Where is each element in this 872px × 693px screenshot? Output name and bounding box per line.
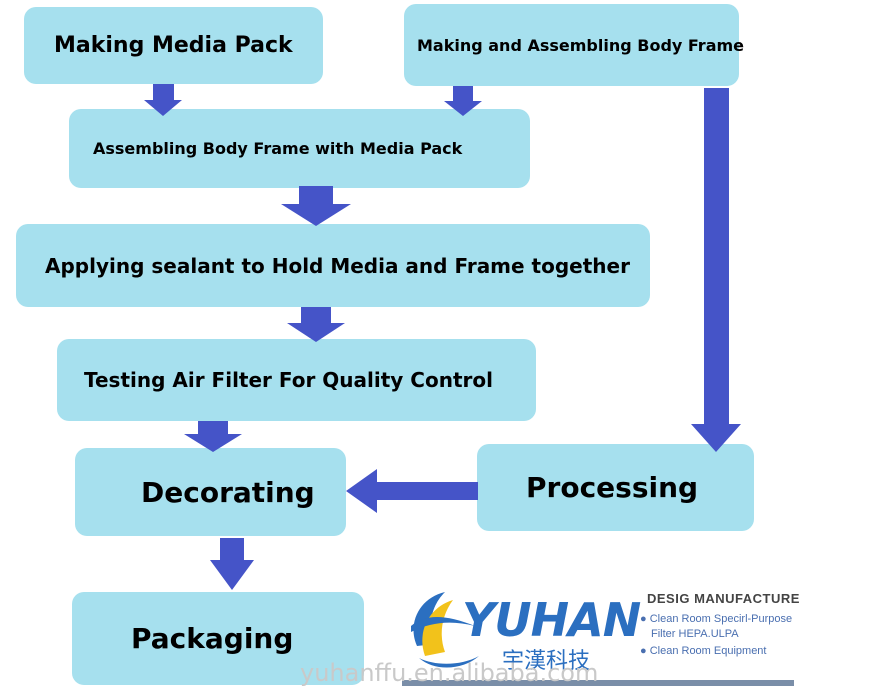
step-making-media-pack: Making Media Pack — [24, 7, 323, 84]
brand-name: YUHAN — [462, 593, 641, 647]
arrow-down-icon — [281, 186, 351, 226]
arrow-left-icon — [346, 469, 478, 513]
step-assembling: Assembling Body Frame with Media Pack — [69, 109, 530, 188]
step-label: Making Media Pack — [54, 33, 293, 58]
step-decorating: Decorating — [75, 448, 346, 536]
step-label: Making and Assembling Body Frame — [417, 35, 745, 55]
step-body-frame: Making and Assembling Body Frame — [404, 4, 744, 86]
step-label: Processing — [526, 471, 699, 504]
arrow-down-icon — [210, 538, 254, 590]
step-applying-sealant: Applying sealant to Hold Media and Frame… — [16, 224, 650, 307]
step-processing: Processing — [477, 444, 754, 531]
brand-tagline: ● Clean Room Specirl-Purpose — [640, 613, 793, 625]
arrow-down-icon — [184, 421, 242, 452]
brand-headline: DESIG MANUFACTURE — [647, 591, 800, 606]
brand-chinese-name: 宇漢科技 — [502, 649, 591, 674]
brand-tagline: ● Clean Room Equipment — [640, 645, 767, 657]
step-testing: Testing Air Filter For Quality Control — [57, 339, 536, 421]
arrow-down-icon — [287, 307, 345, 342]
arrow-down-icon — [144, 84, 182, 116]
step-label: Applying sealant to Hold Media and Frame… — [45, 253, 630, 278]
step-label: Packaging — [131, 622, 294, 655]
step-label: Decorating — [141, 475, 315, 509]
brand-tagline: Filter HEPA.ULPA — [651, 628, 739, 640]
step-label: Testing Air Filter For Quality Control — [84, 368, 493, 392]
arrow-down-icon — [444, 86, 482, 116]
arrow-down-icon — [691, 88, 741, 452]
logo-underline — [402, 680, 794, 686]
yuhan-logo-icon — [411, 592, 479, 668]
watermark: yuhanffu.en.alibaba.com — [300, 659, 599, 687]
step-packaging: Packaging — [72, 592, 364, 685]
step-label: Assembling Body Frame with Media Pack — [93, 139, 463, 158]
